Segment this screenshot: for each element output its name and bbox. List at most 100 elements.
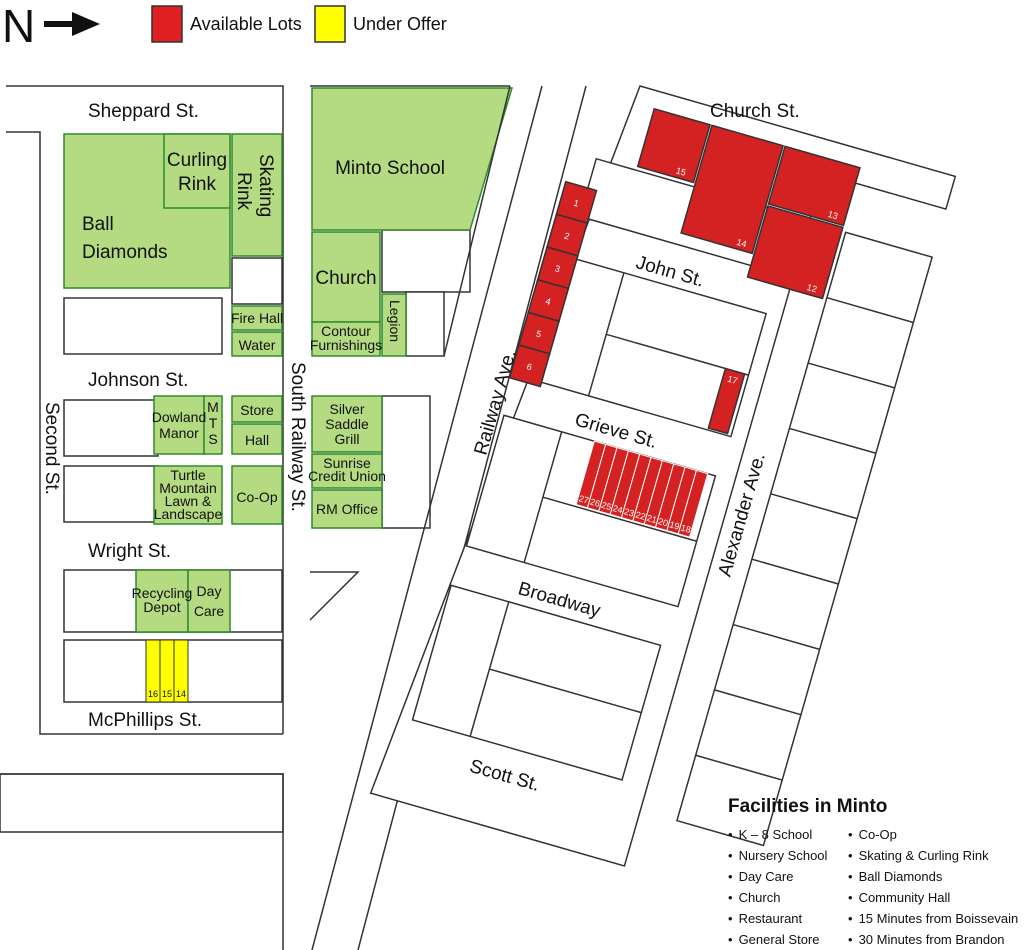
street-second: Second St.: [41, 402, 62, 495]
facility-item: Ball Diamonds: [848, 866, 1018, 887]
available-lots-railway: 1 2 3 4 5 6: [508, 180, 598, 388]
compass-letter: N: [2, 0, 35, 52]
legend-under-offer-swatch: [314, 5, 346, 43]
facilities-list-right: Co-Op Skating & Curling Rink Ball Diamon…: [848, 824, 1019, 950]
day-care: [187, 569, 231, 633]
available-lot[interactable]: [508, 344, 551, 388]
facility-item: Church: [728, 887, 848, 908]
lot-number: 3: [554, 263, 562, 274]
mts-label: S: [208, 431, 217, 447]
rm-office: [311, 489, 383, 529]
east-grid: 15 14 13 12 17 27 26 25 24 23 22 21: [369, 85, 957, 867]
available-lot[interactable]: [680, 124, 785, 255]
facility-item: Restaurant: [728, 908, 848, 929]
minto-school-label: Minto School: [335, 158, 445, 179]
recycling-label: Recycling: [132, 585, 193, 601]
co-op-label: Co-Op: [236, 489, 277, 505]
sunrise-label: Credit Union: [308, 468, 386, 484]
street-sheppard: Sheppard St.: [88, 101, 199, 122]
lot-number: 1: [572, 198, 580, 209]
block-east-far: [676, 231, 934, 847]
railway-lines: [311, 85, 587, 950]
available-lot[interactable]: [767, 145, 861, 227]
mts-label: T: [209, 415, 218, 431]
contour-label: Furnishings: [310, 337, 382, 353]
facility-item: Skating & Curling Rink: [848, 845, 1018, 866]
legend: Available Lots Under Offer: [151, 5, 447, 43]
block-empty-west-5: [381, 229, 471, 293]
facility-item: K – 8 School: [728, 824, 848, 845]
block-empty-west-4: [231, 257, 283, 305]
fire-hall-label: Fire Hall: [231, 310, 283, 326]
turtle-mountain-label: Landscape: [154, 506, 223, 522]
facility-item: Community Hall: [848, 887, 1018, 908]
skating-rink-label: Rink: [233, 172, 254, 211]
curling-rink: [163, 133, 231, 209]
rm-office-label: RM Office: [316, 501, 378, 517]
lot-number: 12: [806, 282, 818, 294]
lot-number: 14: [176, 689, 186, 699]
lot-number: 14: [735, 237, 747, 249]
facilities-list-left: K – 8 School Nursery School Day Care Chu…: [728, 824, 848, 950]
hall: [231, 423, 283, 455]
street-wright: Wright St.: [88, 541, 171, 562]
legend-available-swatch: [151, 5, 183, 43]
lot-number: 24: [612, 503, 624, 515]
available-lot[interactable]: [746, 204, 844, 300]
lot-number: 15: [162, 689, 172, 699]
lot-number: 15: [675, 165, 687, 177]
mts-label: M: [207, 399, 219, 415]
west-street-labels: Sheppard St. Johnson St. Wright St. McPh…: [41, 101, 308, 731]
available-lot[interactable]: [636, 107, 711, 184]
facilities-title: Facilities in Minto: [728, 796, 888, 817]
under-offer-lot[interactable]: [173, 639, 189, 703]
ball-diamonds-label: Ball: [82, 214, 114, 235]
block-empty-west-1: [63, 297, 223, 355]
legend-available-label: Available Lots: [190, 14, 302, 34]
ball-diamonds-label: Diamonds: [82, 242, 168, 263]
fire-hall: [231, 305, 283, 331]
lot-number: 2: [563, 231, 571, 242]
turtle-mountain-label: Turtle: [170, 467, 205, 483]
street-mcphillips: McPhillips St.: [88, 710, 202, 731]
sunrise-label: Sunrise: [323, 455, 371, 471]
church-label: Church: [315, 268, 376, 289]
day-care-label: Care: [194, 603, 225, 619]
lot-number: 27: [578, 493, 590, 505]
facility-item: 30 Minutes from Brandon: [848, 929, 1018, 950]
available-lots-grieve: [575, 440, 709, 538]
day-care-label: Day: [197, 583, 222, 599]
legion: [381, 293, 407, 357]
facility-item: Nursery School: [728, 845, 848, 866]
street-south-railway: South Railway St.: [287, 362, 308, 512]
silver-saddle-label: Grill: [335, 431, 360, 447]
lot-number: 6: [526, 361, 534, 372]
facility-item: 15 Minutes from Boissevain: [848, 908, 1019, 929]
west-roads: [0, 85, 510, 950]
co-op: [231, 465, 283, 525]
minto-school: [311, 87, 514, 231]
water-facility: [231, 331, 283, 357]
silver-saddle-label: Saddle: [325, 416, 369, 432]
skating-rink-label: Skating: [255, 154, 276, 217]
street-church-label: Church St.: [710, 101, 800, 122]
facility-item: Day Care: [728, 866, 848, 887]
turtle-mountain-label: Lawn &: [165, 493, 212, 509]
water-label: Water: [239, 337, 276, 353]
contour-furnishings: [311, 321, 381, 357]
lot-number: 21: [646, 513, 658, 525]
lot-number: 13: [827, 209, 839, 221]
lot-number: 4: [544, 296, 552, 307]
lot-number: 18: [680, 523, 692, 535]
available-lot[interactable]: [677, 469, 709, 538]
block-empty-west-6: [405, 291, 445, 357]
north-arrow-icon: [44, 12, 100, 36]
west-building-labels: Ball Diamonds Curling Rink Skating Rink …: [82, 150, 445, 619]
store-label: Store: [240, 402, 274, 418]
curling-rink-label: Rink: [178, 174, 217, 195]
lot-number: 19: [668, 519, 680, 531]
church-building: [311, 231, 381, 323]
lot-number: 17: [726, 374, 738, 386]
available-lot[interactable]: [707, 367, 746, 435]
